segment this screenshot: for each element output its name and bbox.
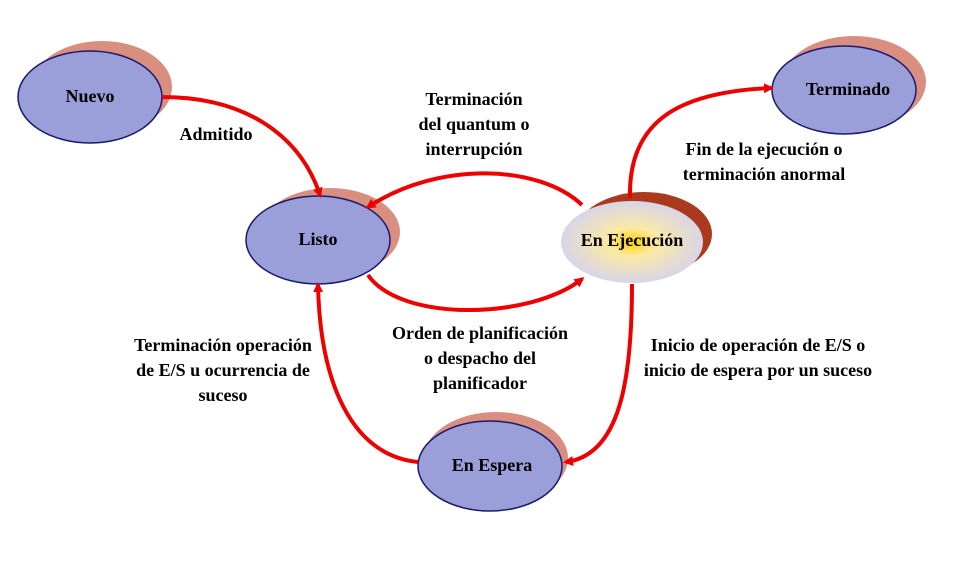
transition-label-admitido: Admitido [166, 122, 266, 147]
label-line: Terminación operación [134, 335, 312, 355]
arrow-nuevo-to-listo [161, 95, 323, 198]
transition-label-es-fin: Terminación operación de E/S u ocurrenci… [108, 333, 338, 408]
label-line: Inicio de operación de E/S o [650, 335, 866, 355]
state-espera [417, 420, 563, 512]
state-nuevo-label: Nuevo [65, 86, 115, 106]
label-line: de E/S u ocurrencia de [136, 360, 310, 380]
label-line: terminación anormal [682, 164, 846, 184]
transition-label-quantum: Terminación del quantum o interrupción [384, 87, 564, 162]
state-ejecucion-label: En Ejecución [580, 230, 684, 250]
label-line: interrupción [425, 139, 523, 159]
transition-label-planificacion: Orden de planificación o despacho del pl… [370, 321, 590, 396]
label-line: o despacho del [423, 348, 537, 368]
arrow-ejecucion-to-terminado [627, 83, 774, 199]
state-listo-label: Listo [298, 229, 338, 249]
arrow-espera-to-listo [313, 282, 419, 464]
arrow-ejecucion-to-espera [563, 283, 634, 467]
arrow-ejecucion-to-listo [365, 171, 584, 209]
label-line: Fin de la ejecución o [685, 139, 843, 159]
label-line: inicio de espera por un suceso [643, 360, 873, 380]
label-line: planificador [432, 373, 527, 393]
label-line: del quantum o [418, 114, 530, 134]
state-espera-label: En Espera [451, 455, 533, 475]
state-ejecucion [561, 201, 703, 283]
label-line: suceso [198, 385, 248, 405]
state-terminado-label: Terminado [805, 79, 891, 99]
label-line: Terminación [425, 89, 523, 109]
transition-label-es-inicio: Inicio de operación de E/S o inicio de e… [620, 333, 896, 383]
transition-label-fin: Fin de la ejecución o terminación anorma… [664, 137, 864, 187]
label-line: Admitido [179, 124, 253, 144]
arrow-listo-to-ejecucion [366, 273, 585, 312]
label-line: Orden de planificación [391, 323, 568, 343]
